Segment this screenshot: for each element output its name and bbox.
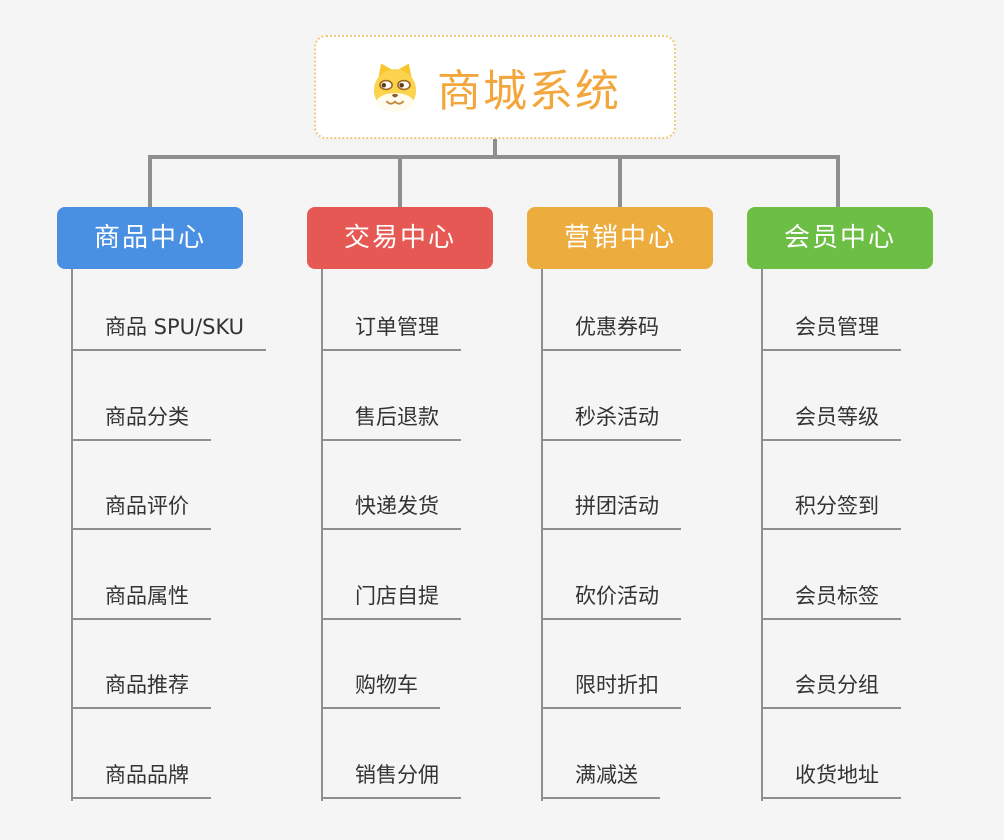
topic-shipping-address[interactable]: 收货地址 [761, 761, 901, 799]
topic-product-brand[interactable]: 商品品牌 [71, 761, 211, 799]
topic-member-level[interactable]: 会员等级 [761, 403, 901, 441]
topic-express-delivery[interactable]: 快递发货 [321, 492, 461, 530]
branch-marketing-center: 营销中心 优惠券码 秒杀活动 拼团活动 砍价活动 限时折扣 满减送 [527, 207, 777, 807]
topic-limited-discount[interactable]: 限时折扣 [541, 671, 681, 709]
topic-product-spu-sku[interactable]: 商品 SPU/SKU [71, 313, 267, 351]
branch-node-trade-center[interactable]: 交易中心 [307, 207, 493, 269]
root-node-label: 商城系统 [437, 66, 621, 117]
branch-member-center: 会员中心 会员管理 会员等级 积分签到 会员标签 会员分组 收货地址 [747, 207, 997, 807]
branch-product-center: 商品中心 商品 SPU/SKU 商品分类 商品评价 商品属性 商品推荐 商品品牌 [57, 207, 307, 807]
topic-product-attribute[interactable]: 商品属性 [71, 582, 211, 620]
drop-line-trade [398, 155, 402, 207]
topic-flash-sale[interactable]: 秒杀活动 [541, 403, 681, 441]
topic-member-tag[interactable]: 会员标签 [761, 582, 901, 620]
branch-node-member-center[interactable]: 会员中心 [747, 207, 933, 269]
root-connector-stub [493, 139, 497, 157]
topic-member-group[interactable]: 会员分组 [761, 671, 901, 709]
dog-face-icon [373, 63, 417, 112]
topic-coupon-code[interactable]: 优惠券码 [541, 313, 681, 351]
topic-product-category[interactable]: 商品分类 [71, 403, 211, 441]
topic-aftersale-refund[interactable]: 售后退款 [321, 403, 461, 441]
topic-member-management[interactable]: 会员管理 [761, 313, 901, 351]
drop-line-product [148, 155, 152, 207]
branch-trunk-line [71, 269, 73, 801]
branch-bus-line [148, 155, 840, 159]
topic-order-management[interactable]: 订单管理 [321, 313, 461, 351]
topic-bargain-activity[interactable]: 砍价活动 [541, 582, 681, 620]
topic-shopping-cart[interactable]: 购物车 [321, 671, 440, 709]
branch-trunk-line [761, 269, 763, 801]
drop-line-marketing [618, 155, 622, 207]
drop-line-member [836, 155, 840, 207]
branch-node-marketing-center[interactable]: 营销中心 [527, 207, 713, 269]
branch-trunk-line [321, 269, 323, 801]
topic-points-checkin[interactable]: 积分签到 [761, 492, 901, 530]
branch-trunk-line [541, 269, 543, 801]
topic-full-reduction[interactable]: 满减送 [541, 761, 660, 799]
topic-product-recommend[interactable]: 商品推荐 [71, 671, 211, 709]
topic-group-buying[interactable]: 拼团活动 [541, 492, 681, 530]
topic-store-pickup[interactable]: 门店自提 [321, 582, 461, 620]
root-node[interactable]: 商城系统 [314, 35, 676, 139]
branch-node-product-center[interactable]: 商品中心 [57, 207, 243, 269]
topic-sales-commission[interactable]: 销售分佣 [321, 761, 461, 799]
branch-trade-center: 交易中心 订单管理 售后退款 快递发货 门店自提 购物车 销售分佣 [307, 207, 557, 807]
topic-product-review[interactable]: 商品评价 [71, 492, 211, 530]
